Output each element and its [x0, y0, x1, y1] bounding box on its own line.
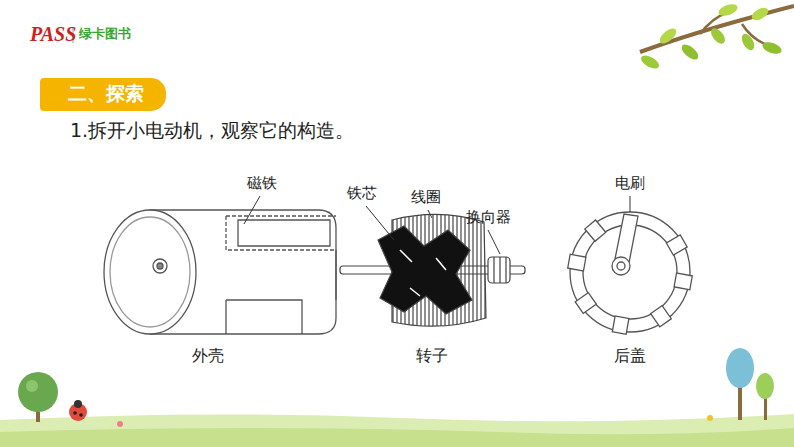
- logo-text: PASS: [30, 22, 76, 46]
- figure-caption: 外壳: [192, 346, 224, 365]
- branch-decoration: [639, 2, 794, 71]
- back-cover-drawing: [568, 212, 693, 334]
- part-label: 铁芯: [347, 184, 377, 202]
- leader-line: [488, 230, 500, 254]
- section-tag: 二、探索: [40, 78, 166, 111]
- figure-caption: 转子: [416, 346, 448, 365]
- leader-line: [428, 210, 432, 218]
- part-label: 换向器: [466, 208, 511, 226]
- part-label: 磁铁: [247, 174, 277, 192]
- part-label: 线圈: [411, 188, 441, 206]
- leader-line: [244, 196, 260, 224]
- housing-drawing: [104, 210, 336, 334]
- leader-line: [366, 206, 394, 240]
- instruction-text: 1.拆开小电动机，观察它的构造。: [70, 119, 354, 142]
- rotor-drawing: [340, 214, 525, 326]
- part-label: 电刷: [615, 174, 645, 192]
- figure-caption: 后盖: [614, 346, 646, 365]
- tag-text: 二、探索: [68, 82, 146, 105]
- ground-decoration: [0, 348, 794, 447]
- leader-line: [630, 196, 631, 212]
- publisher-name: 绿卡图书: [79, 26, 131, 42]
